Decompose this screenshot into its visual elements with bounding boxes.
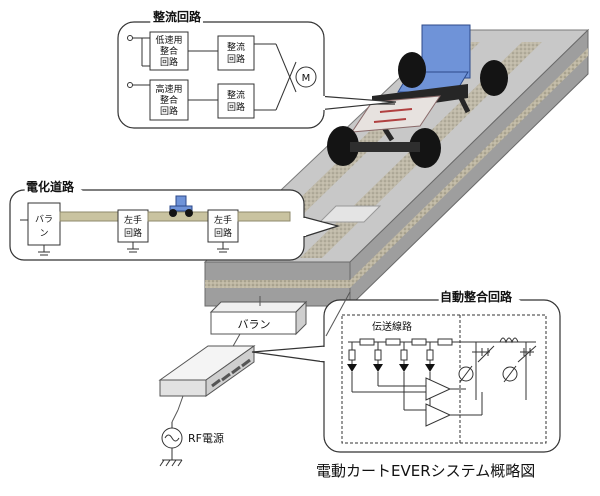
- electrified-road-callout-title: 電化道路: [26, 179, 75, 194]
- cart-receiver-board: [351, 95, 441, 133]
- rf-source: RF電源: [159, 422, 224, 467]
- comparator-1: [425, 377, 452, 401]
- cart-wheel-front-left: [327, 126, 359, 166]
- diagram-caption: 電動カートEVERシステム概略図: [316, 462, 535, 480]
- road-line-segment-1: [59, 211, 119, 222]
- balun-module: バラン: [209, 296, 308, 349]
- left-hand-circuit-1-label-1: 左手: [124, 214, 142, 226]
- high-speed-matching-label-1: 高速用: [155, 83, 182, 95]
- left-hand-circuit-2-label-1: 左手: [214, 214, 232, 226]
- rf-source-label: RF電源: [188, 431, 224, 445]
- high-speed-matching-label-2: 整合: [160, 94, 178, 106]
- auto-matching-callout-frame: [323, 299, 561, 453]
- lane-embedded-line-right: [350, 48, 588, 288]
- cart-seat-back: [421, 24, 471, 79]
- rectifier-circuit-bottom: [217, 83, 255, 119]
- electrified-road-callout: 電化道路 バラ ン 左手 回路 左手 回路: [9, 176, 341, 261]
- cart-wheel-front-right: [409, 128, 441, 168]
- cart-wheel-rear-right: [480, 60, 508, 96]
- rectifier-bottom-label-2: 回路: [227, 101, 245, 113]
- auto-matching-dashed-frame: [341, 314, 547, 444]
- comparator-2: [425, 403, 452, 427]
- low-speed-matching-label-2: 整合: [160, 45, 178, 57]
- balun-label: バラン: [238, 318, 271, 331]
- high-speed-matching-label-3: 回路: [160, 105, 178, 117]
- road-balun-label-2: ン: [39, 229, 48, 239]
- rectifier-bottom-label-1: 整流: [227, 89, 245, 101]
- rectifier-circuit-top: [217, 35, 255, 71]
- left-hand-circuit-1: [117, 209, 149, 243]
- auto-matching-callout: 自動整合回路 伝送線路: [251, 286, 561, 453]
- auto-matching-unit: [158, 345, 256, 423]
- left-hand-circuit-1-label-2: 回路: [124, 227, 142, 239]
- cart-wheel-rear-left: [398, 52, 426, 88]
- balun-box: [210, 311, 297, 335]
- road-balun-box: [27, 202, 61, 246]
- road-balun-label-1: バラ: [35, 214, 53, 225]
- electric-cart: [327, 24, 508, 168]
- rectifier-callout-title: 整流回路: [152, 9, 202, 24]
- rectifier-top-label-1: 整流: [227, 41, 245, 53]
- rectifier-callout: 整流回路 低速用 整合 回路 高速用 整合 回路 整流 回路 整流 回路 M: [117, 6, 397, 129]
- motor-symbol-label: M: [302, 73, 311, 84]
- mini-cart-icon: [169, 195, 193, 217]
- low-speed-matching-label-1: 低速用: [155, 34, 182, 46]
- lane-embedded-line-front: [205, 280, 350, 288]
- road-line-segment-2: [147, 211, 209, 222]
- motor-symbol: [295, 66, 317, 88]
- rectifier-top-label-2: 回路: [227, 53, 245, 65]
- high-speed-matching-circuit: [149, 79, 189, 121]
- low-speed-matching-label-3: 回路: [160, 56, 178, 68]
- road-line-segment-3: [237, 211, 291, 222]
- low-speed-matching-circuit: [149, 31, 189, 71]
- transmission-line-label: 伝送線路: [372, 320, 412, 333]
- auto-matching-callout-title: 自動整合回路: [440, 289, 513, 304]
- lane-panel: [318, 205, 382, 223]
- left-hand-circuit-2-label-2: 回路: [214, 227, 232, 239]
